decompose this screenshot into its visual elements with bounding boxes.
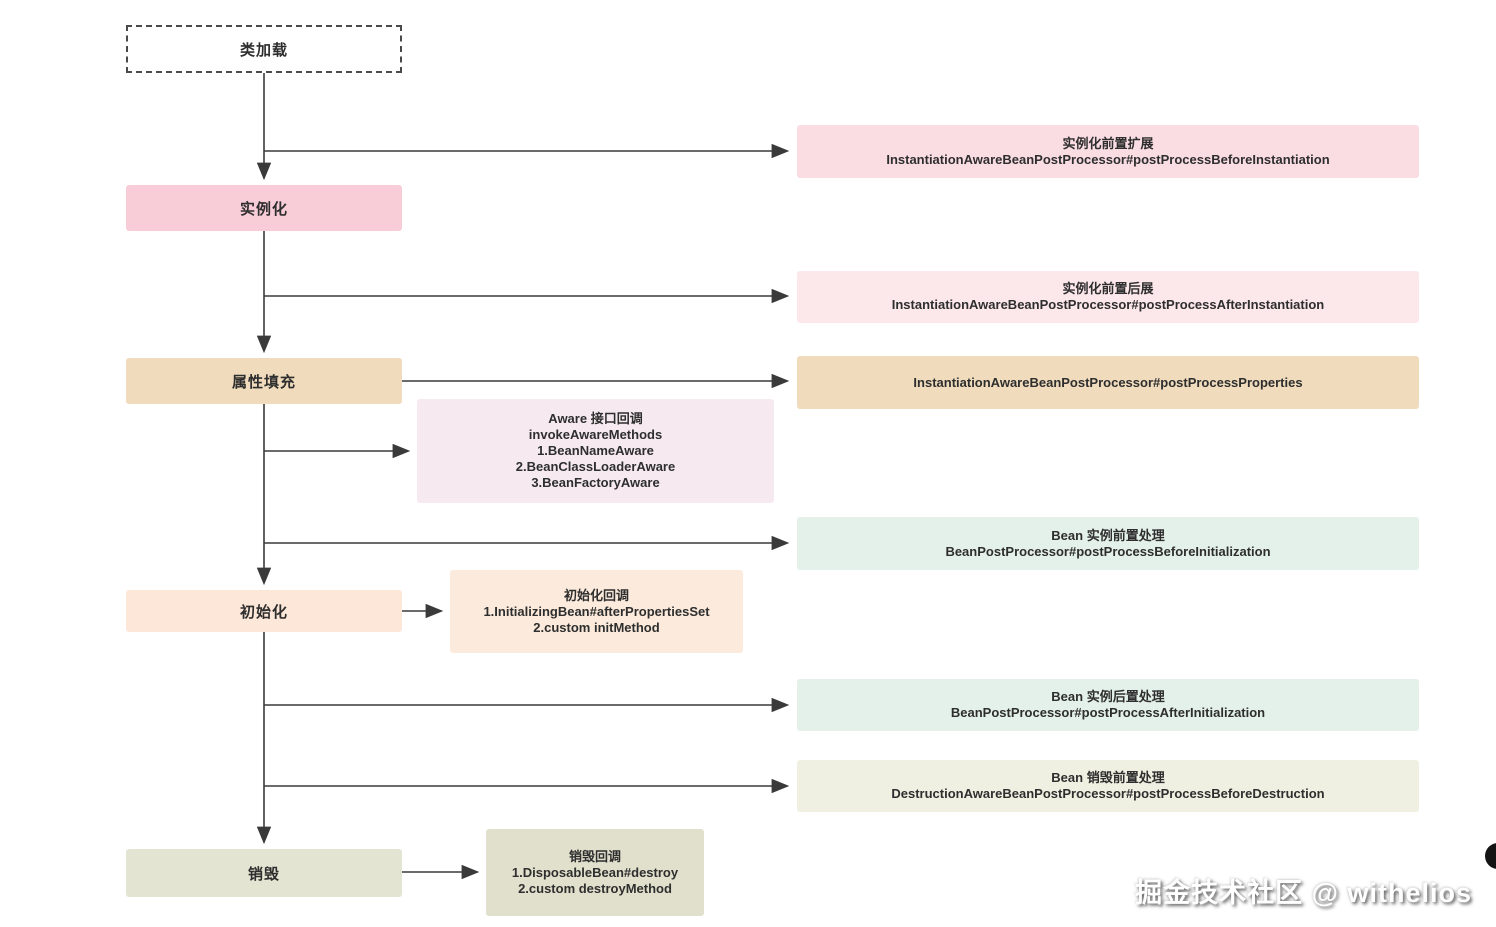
callout-post-process-properties: InstantiationAwareBeanPostProcessor#post… bbox=[797, 356, 1419, 409]
node-initialization-label: 初始化 bbox=[239, 603, 288, 621]
node-initialization: 初始化 bbox=[126, 590, 402, 632]
node-instantiation-label: 实例化 bbox=[239, 200, 288, 218]
node-property-filling: 属性填充 bbox=[126, 358, 402, 404]
callout-code: InstantiationAwareBeanPostProcessor#post… bbox=[913, 374, 1303, 390]
callout-title: 销毁回调 bbox=[568, 848, 621, 864]
watermark-text: 掘金技术社区 @ withelios bbox=[1135, 878, 1472, 908]
node-property-filling-label: 属性填充 bbox=[231, 373, 296, 391]
node-destruction: 销毁 bbox=[126, 849, 402, 897]
callout-line: 2.custom destroyMethod bbox=[518, 880, 672, 896]
callout-line: 1.InitializingBean#afterPropertiesSet bbox=[483, 603, 710, 619]
callout-before-initialization: Bean 实例前置处理 BeanPostProcessor#postProces… bbox=[797, 517, 1419, 570]
watermark-logo-dot bbox=[1485, 843, 1496, 869]
callout-code: InstantiationAwareBeanPostProcessor#post… bbox=[886, 151, 1330, 167]
callout-before-destruction: Bean 销毁前置处理 DestructionAwareBeanPostProc… bbox=[797, 760, 1419, 812]
callout-code: InstantiationAwareBeanPostProcessor#post… bbox=[891, 297, 1325, 312]
callout-title: Aware 接口回调 bbox=[548, 411, 643, 426]
callout-code: DestructionAwareBeanPostProcessor#postPr… bbox=[891, 786, 1325, 801]
callout-line: invokeAwareMethods bbox=[528, 427, 663, 442]
callout-before-instantiation: 实例化前置扩展 InstantiationAwareBeanPostProces… bbox=[797, 125, 1419, 178]
callout-code: BeanPostProcessor#postProcessBeforeIniti… bbox=[945, 543, 1271, 559]
callout-aware-callback: Aware 接口回调 invokeAwareMethods 1.BeanName… bbox=[417, 399, 774, 503]
callout-title: Bean 销毁前置处理 bbox=[1051, 770, 1165, 785]
callout-after-instantiation: 实例化前置后展 InstantiationAwareBeanPostProces… bbox=[797, 271, 1419, 323]
callout-line: 1.BeanNameAware bbox=[537, 443, 654, 458]
callout-title: 初始化回调 bbox=[563, 587, 629, 603]
callout-line: 2.BeanClassLoaderAware bbox=[515, 459, 676, 474]
callout-destroy-callback: 销毁回调 1.DisposableBean#destroy 2.custom d… bbox=[486, 829, 704, 916]
callout-title: Bean 实例后置处理 bbox=[1051, 689, 1165, 704]
node-class-loading-label: 类加载 bbox=[239, 41, 288, 59]
callout-title: 实例化前置扩展 bbox=[1062, 135, 1154, 151]
callout-line: 2.custom initMethod bbox=[533, 619, 660, 635]
node-destruction-label: 销毁 bbox=[247, 865, 280, 883]
callout-line: 1.DisposableBean#destroy bbox=[511, 864, 679, 880]
callout-title: 实例化前置后展 bbox=[1062, 281, 1154, 296]
node-class-loading: 类加载 bbox=[126, 25, 402, 73]
callout-line: 3.BeanFactoryAware bbox=[531, 475, 660, 490]
node-instantiation: 实例化 bbox=[126, 185, 402, 231]
callout-title: Bean 实例前置处理 bbox=[1051, 527, 1165, 543]
callout-init-callback: 初始化回调 1.InitializingBean#afterProperties… bbox=[450, 570, 743, 653]
callout-code: BeanPostProcessor#postProcessAfterInitia… bbox=[950, 705, 1266, 720]
callout-after-initialization: Bean 实例后置处理 BeanPostProcessor#postProces… bbox=[797, 679, 1419, 731]
